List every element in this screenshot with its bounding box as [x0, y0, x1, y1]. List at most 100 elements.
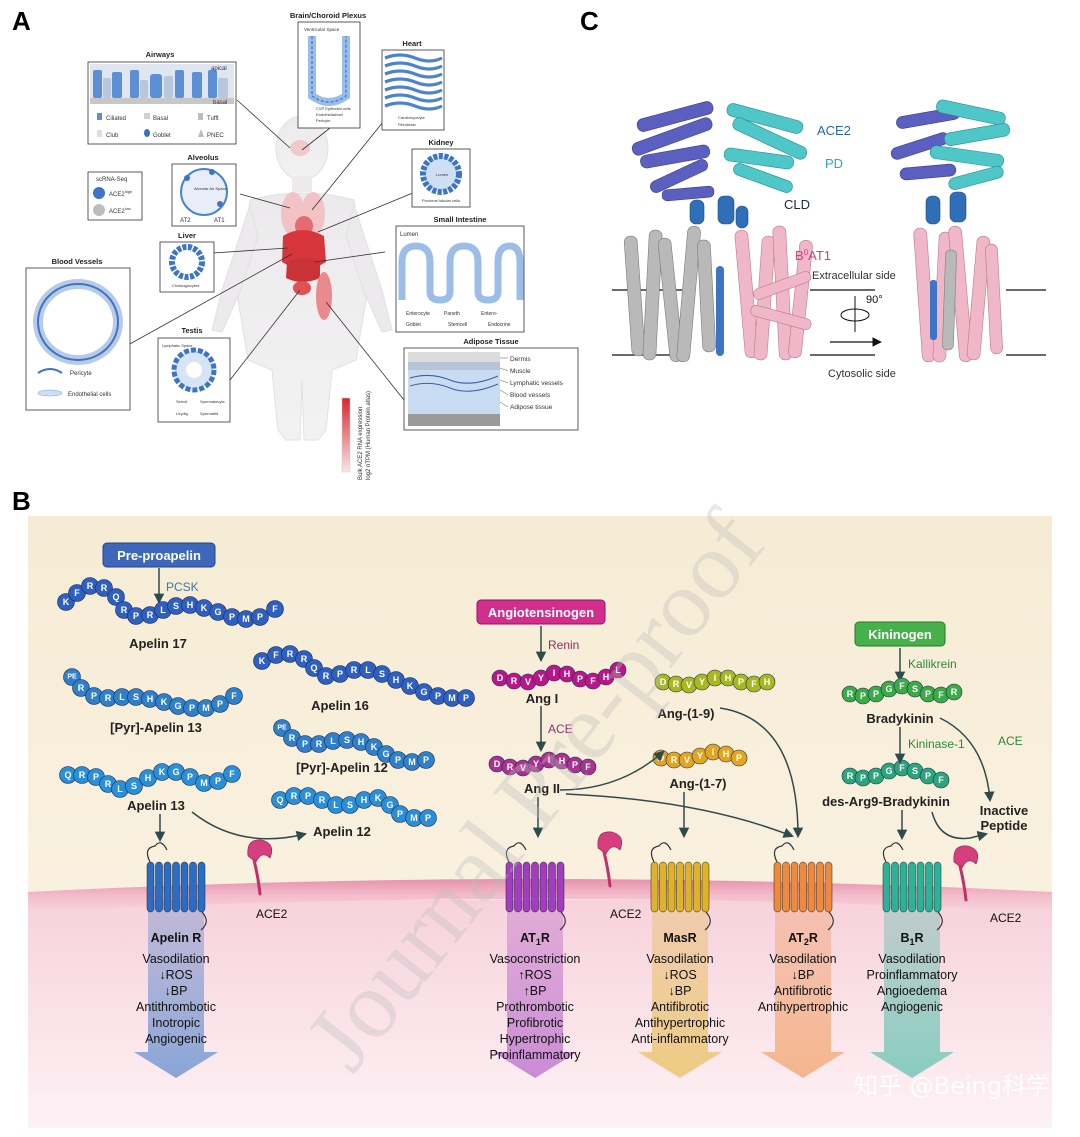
effect-1-2: ↑BP — [524, 984, 547, 998]
kininogen-precursor: Kininogen — [854, 621, 946, 647]
label-ace-kinin: ACE — [998, 734, 1023, 748]
residue-label-pyr12-0: PE — [277, 725, 287, 732]
residue-label-bradykinin-3: G — [885, 684, 892, 694]
panel-c-letter: C — [580, 6, 599, 36]
residue-label-apelin13-5: S — [131, 781, 137, 791]
residue-label-apelin13-7: K — [159, 767, 166, 777]
residue-label-apelin16-10: H — [393, 675, 400, 685]
residue-label-pyr13-4: L — [119, 692, 125, 702]
helix-3-0 — [773, 861, 782, 913]
residue-pyr12-11 — [417, 751, 435, 769]
residue-label-ang19-0: D — [660, 677, 667, 687]
structure-right — [890, 99, 1011, 363]
residue-label-ang19-7: F — [751, 679, 757, 689]
residue-apelin17-16 — [266, 600, 284, 618]
alveolus-cell-0: AT2 — [180, 218, 191, 224]
residue-label-apelin17-5: R — [121, 605, 128, 615]
label-pcsk: PCSK — [166, 580, 199, 594]
residue-label-ang17-3: Y — [697, 751, 703, 761]
brain-legend-2: Pericyte — [316, 118, 331, 123]
label-apelin16: Apelin 16 — [311, 698, 369, 713]
ace2-label-1: ACE2 — [610, 907, 642, 921]
effect-1-6: Proinflammatory — [490, 1048, 582, 1062]
adipose-layer-2: Lymphatic vessels — [510, 380, 564, 387]
svg-text:Pre-proapelin: Pre-proapelin — [117, 548, 201, 563]
heart-legend-0: Cardiomyocyte — [398, 115, 425, 120]
residue-label-apelin16-15: P — [463, 693, 469, 703]
effect-0-5: Angiogenic — [145, 1032, 207, 1046]
residue-label-ang17-1: R — [671, 755, 678, 765]
residue-apelin16-15 — [457, 689, 475, 707]
residue-label-apelin13-12: F — [229, 769, 235, 779]
brain-legend-1: Endothelial/cell — [316, 112, 343, 117]
residue-label-pyr12-7: K — [371, 742, 378, 752]
helix-1-4 — [539, 861, 548, 913]
residue-label-ang19-3: Y — [699, 677, 705, 687]
receptor-0: Apelin RVasodilation↓ROS↓BPAntithromboti… — [134, 842, 218, 1078]
residue-label-ang1-7: F — [590, 676, 596, 686]
residue-apelin12-11 — [419, 809, 437, 827]
label-extracellular: Extracellular side — [812, 270, 896, 282]
residue-desarg-7 — [932, 771, 950, 789]
label-apelin13: Apelin 13 — [127, 798, 185, 813]
scale-label-2: log2 nTPM (Human Protein atlas) — [366, 391, 372, 480]
helix-0-0 — [146, 861, 155, 913]
residue-pyr13-12 — [225, 687, 243, 705]
ace2-body-0 — [247, 839, 273, 863]
residue-label-desarg-3: G — [885, 766, 892, 776]
receptor-name-0: Apelin R — [151, 931, 202, 945]
residue-label-pyr13-2: P — [91, 691, 97, 701]
brain-legend-0: CVP Epithelial cells — [316, 106, 351, 111]
residue-label-apelin16-8: L — [365, 665, 371, 675]
residue-label-pyr13-5: S — [133, 692, 139, 702]
receptor-name-2: MasR — [663, 931, 696, 945]
testis-legend-0: Sertoli — [176, 399, 187, 404]
si-legend-4: Goblet — [406, 322, 421, 328]
helix-2-0 — [650, 861, 659, 913]
residue-label-apelin16-14: M — [448, 693, 456, 703]
effect-3-0: Vasodilation — [769, 952, 836, 966]
residue-label-apelin16-3: R — [301, 654, 308, 664]
testis-box: Testis Lymphatic Space Sertoli Spermatoc… — [157, 326, 231, 423]
residue-label-ang17-5: H — [723, 749, 730, 759]
residue-label-ang2-3: Y — [533, 759, 539, 769]
effect-3-3: Antihypertrophic — [758, 1000, 848, 1014]
residue-label-pyr12-8: G — [382, 749, 389, 759]
receptor-3: AT2RVasodilation↓BPAntifibroticAntihyper… — [758, 842, 848, 1078]
residue-label-bradykinin-0: R — [847, 689, 854, 699]
effect-3-1: ↓BP — [792, 968, 815, 982]
residue-label-ang17-2: V — [684, 755, 690, 765]
residue-label-bradykinin-4: F — [899, 681, 905, 691]
effect-2-4: Antihypertrophic — [635, 1016, 725, 1030]
residue-label-apelin12-9: P — [397, 809, 403, 819]
residue-label-apelin17-13: P — [229, 612, 235, 622]
helix-4-3 — [908, 861, 916, 913]
effect-4-1: Proinflammatory — [867, 968, 959, 982]
angiotensinogen-precursor: Angiotensinogen — [476, 599, 606, 625]
effect-0-3: Antithrombotic — [136, 1000, 216, 1014]
kidney-box: Kidney Lumen Proximal tubular cells — [411, 138, 471, 208]
airways-basal: basal — [213, 100, 227, 106]
adipose-box: Adipose Tissue Dermis Muscle Lymphatic v… — [403, 337, 579, 431]
residue-label-apelin17-6: P — [133, 611, 139, 621]
receptor-name-1: AT1R — [520, 931, 550, 947]
effect-1-0: Vasoconstriction — [490, 952, 581, 966]
alveolus-box: Alveolus Alveolar Air Space AT2 AT1 — [171, 153, 237, 227]
residue-label-apelin16-11: K — [407, 681, 414, 691]
helix-2-2 — [667, 861, 676, 913]
residue-label-apelin13-4: L — [117, 784, 123, 794]
helix-1-2 — [522, 861, 531, 913]
residue-label-pyr12-3: R — [316, 739, 323, 749]
residue-apelin17-3 — [95, 579, 113, 597]
residue-label-apelin13-10: M — [200, 778, 208, 788]
residue-label-ang1-4: I — [553, 668, 556, 678]
residue-label-apelin12-2: P — [305, 791, 311, 801]
residue-label-apelin12-4: L — [333, 800, 339, 810]
brain-box: Brain/Choroid Plexus Ventricular Space C… — [290, 11, 366, 129]
residue-label-ang1-5: H — [564, 669, 571, 679]
effect-4-2: Angioedema — [877, 984, 947, 998]
residue-label-desarg-1: P — [860, 773, 866, 783]
label-apelin12: Apelin 12 — [313, 824, 371, 839]
